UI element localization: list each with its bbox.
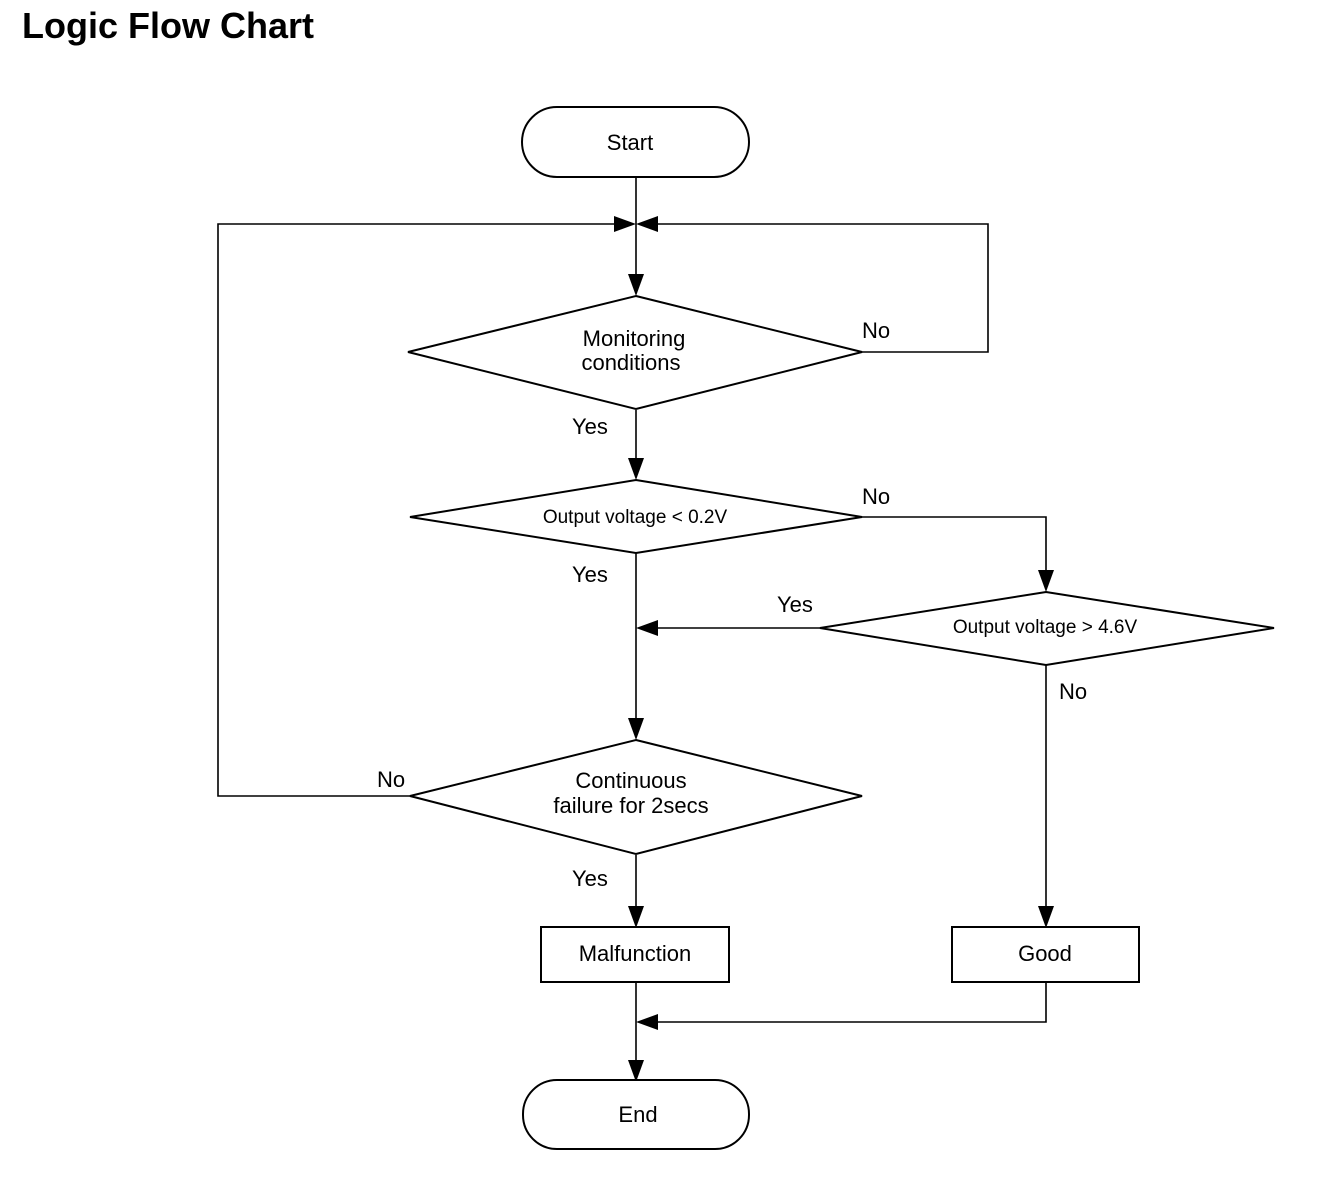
connector-continuous-no-loop [217, 223, 622, 797]
node-malfunction: Malfunction [540, 926, 730, 983]
arrowhead-to-malfunction [628, 906, 644, 928]
arrowhead-merge-right [636, 216, 658, 232]
node-good-label: Good [1018, 941, 1072, 966]
arrowhead-to-voltage-high [1038, 570, 1054, 592]
node-voltage-low: Output voltage < 0.2V [409, 478, 863, 555]
node-end-label: End [618, 1102, 657, 1127]
arrowhead-to-end [628, 1060, 644, 1082]
node-monitoring-label-line2: conditions [581, 350, 680, 375]
connector-voltage-low-no [862, 516, 1047, 574]
edge-label-continuous-yes: Yes [572, 866, 608, 891]
arrowhead-good-to-end [636, 1014, 658, 1030]
node-voltage-high-label: Output voltage > 4.6V [953, 617, 1138, 638]
node-continuous-label-line1: Continuous [575, 768, 686, 793]
arrowhead-to-voltage-low [628, 458, 644, 480]
edge-label-monitoring-yes: Yes [572, 414, 608, 439]
node-start-label: Start [607, 130, 653, 155]
arrowhead-to-good [1038, 906, 1054, 928]
arrowhead-to-continuous [628, 718, 644, 740]
edge-label-monitoring-no: No [862, 318, 890, 343]
node-start: Start [521, 106, 750, 178]
connector-monitoring-no-loop [650, 223, 989, 353]
node-continuous-label-line2: failure for 2secs [553, 793, 708, 818]
page-title: Logic Flow Chart [22, 5, 314, 46]
node-malfunction-label: Malfunction [579, 941, 692, 966]
edge-label-voltage-low-yes: Yes [572, 562, 608, 587]
edge-labels: No Yes No Yes Yes No No Yes [377, 318, 1087, 891]
edge-label-voltage-high-yes: Yes [777, 592, 813, 617]
node-monitoring-label-line1: Monitoring [583, 326, 686, 351]
node-monitoring-conditions: Monitoring conditions [407, 294, 863, 411]
node-good: Good [951, 926, 1140, 983]
node-voltage-high: Output voltage > 4.6V [819, 590, 1275, 667]
arrowhead-merge-left [614, 216, 636, 232]
arrowhead-to-monitoring [628, 274, 644, 296]
edge-label-voltage-low-no: No [862, 484, 890, 509]
arrowheads [614, 216, 1054, 1082]
node-voltage-low-label: Output voltage < 0.2V [543, 507, 728, 528]
edge-label-continuous-no: No [377, 767, 405, 792]
edge-label-voltage-high-no: No [1059, 679, 1087, 704]
connector-good-end [652, 983, 1047, 1023]
connectors [217, 178, 1047, 1064]
arrowhead-voltage-high-yes [636, 620, 658, 636]
node-continuous-failure: Continuous failure for 2secs [409, 738, 863, 856]
node-end: End [522, 1079, 750, 1150]
